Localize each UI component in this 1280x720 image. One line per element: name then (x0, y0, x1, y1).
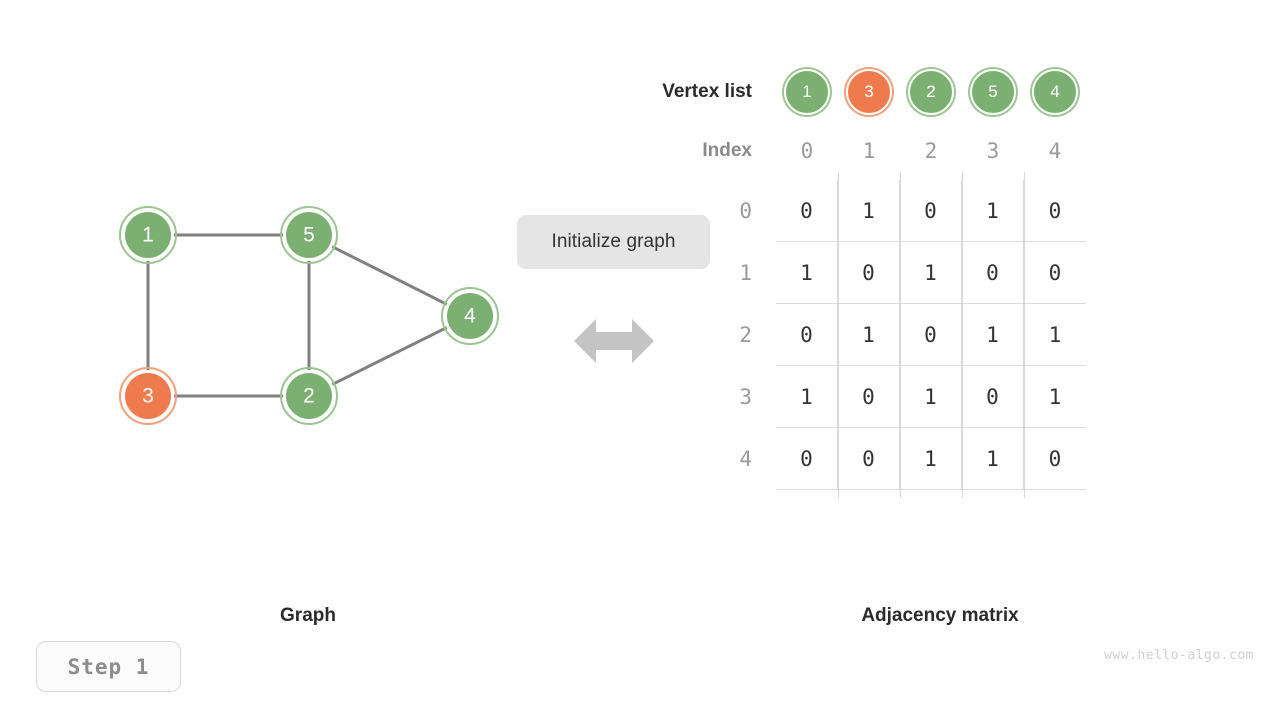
graph-node[interactable]: 5 (280, 206, 338, 264)
matrix-cell[interactable]: 0 (1024, 242, 1086, 304)
matrix-cell[interactable]: 0 (962, 242, 1024, 304)
matrix-row-label: 4 (739, 447, 752, 471)
vertex-list-cell: 1 (776, 69, 838, 115)
vertex-bubble[interactable]: 2 (908, 69, 954, 115)
matrix-cell[interactable]: 1 (838, 304, 900, 366)
matrix-cell[interactable]: 0 (838, 242, 900, 304)
transform-block: Initialize graph (517, 215, 710, 365)
vertex-bubble[interactable]: 3 (846, 69, 892, 115)
matrix-cell[interactable]: 0 (900, 180, 962, 242)
vertex-list-cell: 4 (1024, 69, 1086, 115)
matrix-cell[interactable]: 0 (900, 304, 962, 366)
graph-node-label: 4 (464, 305, 476, 328)
matrix-cell[interactable]: 1 (1024, 304, 1086, 366)
double-headed-arrow-icon (517, 317, 710, 365)
matrix-cell[interactable]: 1 (1024, 366, 1086, 428)
matrix-row-label: 1 (739, 261, 752, 285)
graph-node-label: 3 (142, 385, 154, 408)
operation-chip: Initialize graph (517, 215, 710, 269)
graph-diagram: 1 5 4 3 2 (60, 170, 520, 460)
vertex-bubble[interactable]: 5 (970, 69, 1016, 115)
index-cell: 1 (862, 139, 876, 163)
matrix-cell[interactable]: 1 (776, 242, 838, 304)
graph-node[interactable]: 4 (441, 287, 499, 345)
vertex-list-cell: 3 (838, 69, 900, 115)
vertex-list-cell: 5 (962, 69, 1024, 115)
matrix-row-label: 2 (739, 323, 752, 347)
graph-node-label: 5 (303, 224, 315, 247)
matrix-grid-line (1024, 172, 1025, 498)
matrix-row-label: 0 (739, 199, 752, 223)
step-badge: Step 1 (36, 641, 181, 692)
matrix-cell[interactable]: 0 (776, 428, 838, 490)
matrix-cell[interactable]: 1 (962, 304, 1024, 366)
vertex-bubble[interactable]: 1 (784, 69, 830, 115)
index-cell: 0 (800, 139, 814, 163)
graph-node-layer: 1 5 4 3 2 (119, 206, 499, 425)
graph-node[interactable]: 2 (280, 367, 338, 425)
matrix-cell[interactable]: 0 (962, 366, 1024, 428)
matrix-cell[interactable]: 0 (1024, 428, 1086, 490)
index-cell: 3 (986, 139, 1000, 163)
graph-svg: 1 5 4 3 2 (119, 206, 499, 425)
matrix-grid-line (838, 172, 839, 498)
graph-edge (331, 326, 448, 386)
graph-node[interactable]: 1 (119, 206, 177, 264)
matrix-cell[interactable]: 1 (962, 180, 1024, 242)
vertex-list-label: Vertex list (662, 81, 752, 102)
matrix-row-label: 3 (739, 385, 752, 409)
site-watermark: www.hello-algo.com (1104, 648, 1254, 663)
matrix-cell[interactable]: 0 (776, 304, 838, 366)
matrix-grid-line (900, 172, 901, 498)
matrix-cell[interactable]: 1 (962, 428, 1024, 490)
vertex-list-cell: 2 (900, 69, 962, 115)
matrix-cell[interactable]: 0 (838, 366, 900, 428)
index-cell: 2 (924, 139, 938, 163)
graph-edge (331, 245, 448, 306)
matrix-grid-line (962, 172, 963, 498)
index-label: Index (702, 140, 752, 161)
matrix-cell[interactable]: 0 (776, 180, 838, 242)
matrix-cell[interactable]: 1 (900, 366, 962, 428)
matrix-cell[interactable]: 0 (1024, 180, 1086, 242)
matrix-cell[interactable]: 1 (838, 180, 900, 242)
vertex-bubble[interactable]: 4 (1032, 69, 1078, 115)
graph-node-label: 1 (142, 224, 154, 247)
matrix-cell[interactable]: 1 (776, 366, 838, 428)
matrix-cell[interactable]: 1 (900, 242, 962, 304)
index-cell: 4 (1048, 139, 1062, 163)
matrix-cell[interactable]: 1 (900, 428, 962, 490)
index-cells: 0 1 2 3 4 (776, 138, 1086, 164)
graph-node-label: 2 (303, 385, 315, 408)
graph-caption: Graph (280, 605, 336, 626)
graph-node[interactable]: 3 (119, 367, 177, 425)
adjacency-matrix-caption: Adjacency matrix (861, 605, 1019, 626)
matrix-cell[interactable]: 0 (838, 428, 900, 490)
index-row: Index 0 1 2 3 4 (600, 138, 1086, 164)
graph-edge-layer (146, 233, 448, 398)
